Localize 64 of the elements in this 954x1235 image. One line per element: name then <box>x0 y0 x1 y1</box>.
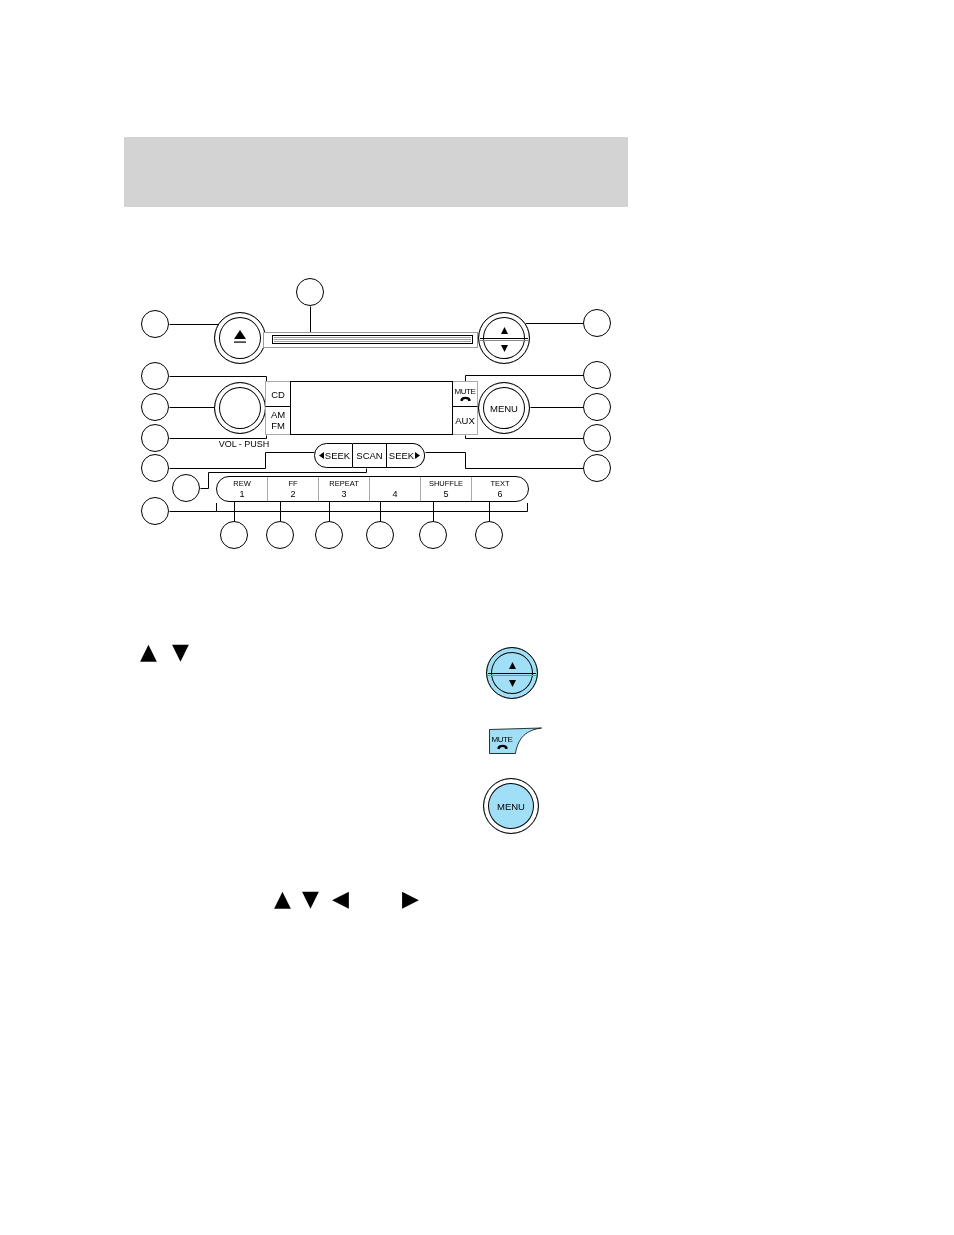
leader-line <box>200 468 367 489</box>
seek-button: SEEK <box>387 443 425 468</box>
knob-label: VOL - PUSH <box>217 439 271 450</box>
left-triangle-symbol: ◀ <box>332 888 349 910</box>
callout-circle <box>141 454 169 482</box>
leader-line <box>169 324 220 325</box>
leader-line <box>234 501 235 522</box>
leader-line <box>530 407 584 408</box>
leader-line <box>310 306 311 333</box>
bracket <box>216 503 529 513</box>
leader-line <box>380 501 381 522</box>
callout-circle <box>583 454 611 482</box>
callout-circle <box>315 521 343 549</box>
callout-circle <box>141 310 169 338</box>
eject-button <box>214 312 266 364</box>
leader-line <box>280 501 281 522</box>
callout-circle <box>583 424 611 452</box>
leader-line <box>465 375 584 382</box>
leader-line <box>329 501 330 522</box>
callout-circle <box>141 497 169 525</box>
callout-circle <box>366 521 394 549</box>
leader-line <box>425 452 584 469</box>
up-down-button <box>486 647 538 699</box>
preset-label: 4 <box>369 477 420 501</box>
disc-slot <box>263 332 478 348</box>
up-triangle-symbol: ▲ <box>274 888 291 910</box>
mute-button: MUTE <box>489 727 542 754</box>
cd-button: CD <box>265 381 290 407</box>
leader-line <box>433 501 434 522</box>
callout-circle <box>296 278 324 306</box>
aux-button: AUX <box>453 407 478 435</box>
callout-circle <box>583 361 611 389</box>
down-triangle-symbol: ▼ <box>172 641 189 663</box>
volume-knob <box>214 382 266 434</box>
down-triangle-symbol: ▼ <box>302 888 319 910</box>
callout-circle <box>220 521 248 549</box>
callout-circle <box>583 393 611 421</box>
leader-line <box>169 452 315 469</box>
callout-circle <box>172 474 200 502</box>
leader-line <box>169 435 267 439</box>
callout-circle <box>266 521 294 549</box>
menu-knob: MENU <box>483 778 539 834</box>
leader-line <box>169 376 267 382</box>
leader-line <box>169 511 217 512</box>
callout-circle <box>141 424 169 452</box>
callout-circle <box>475 521 503 549</box>
preset-button-strip <box>216 476 529 502</box>
right-triangle-symbol: ▶ <box>402 888 419 910</box>
mute-button: MUTE <box>453 381 478 407</box>
seek-button: SEEK <box>314 443 353 468</box>
up-triangle-symbol: ▲ <box>140 641 157 663</box>
leader-line <box>489 501 490 522</box>
callout-circle <box>583 309 611 337</box>
menu-knob: MENU <box>478 382 530 434</box>
callout-circle <box>141 393 169 421</box>
leader-line <box>169 407 215 408</box>
scan-button: SCAN <box>353 443 387 468</box>
up-down-button <box>478 312 530 364</box>
leader-line <box>465 435 584 439</box>
callout-circle <box>419 521 447 549</box>
display-screen <box>290 381 453 435</box>
leader-line <box>525 323 584 324</box>
callout-circle <box>141 362 169 390</box>
am-fm-button: AM FM <box>265 407 290 435</box>
